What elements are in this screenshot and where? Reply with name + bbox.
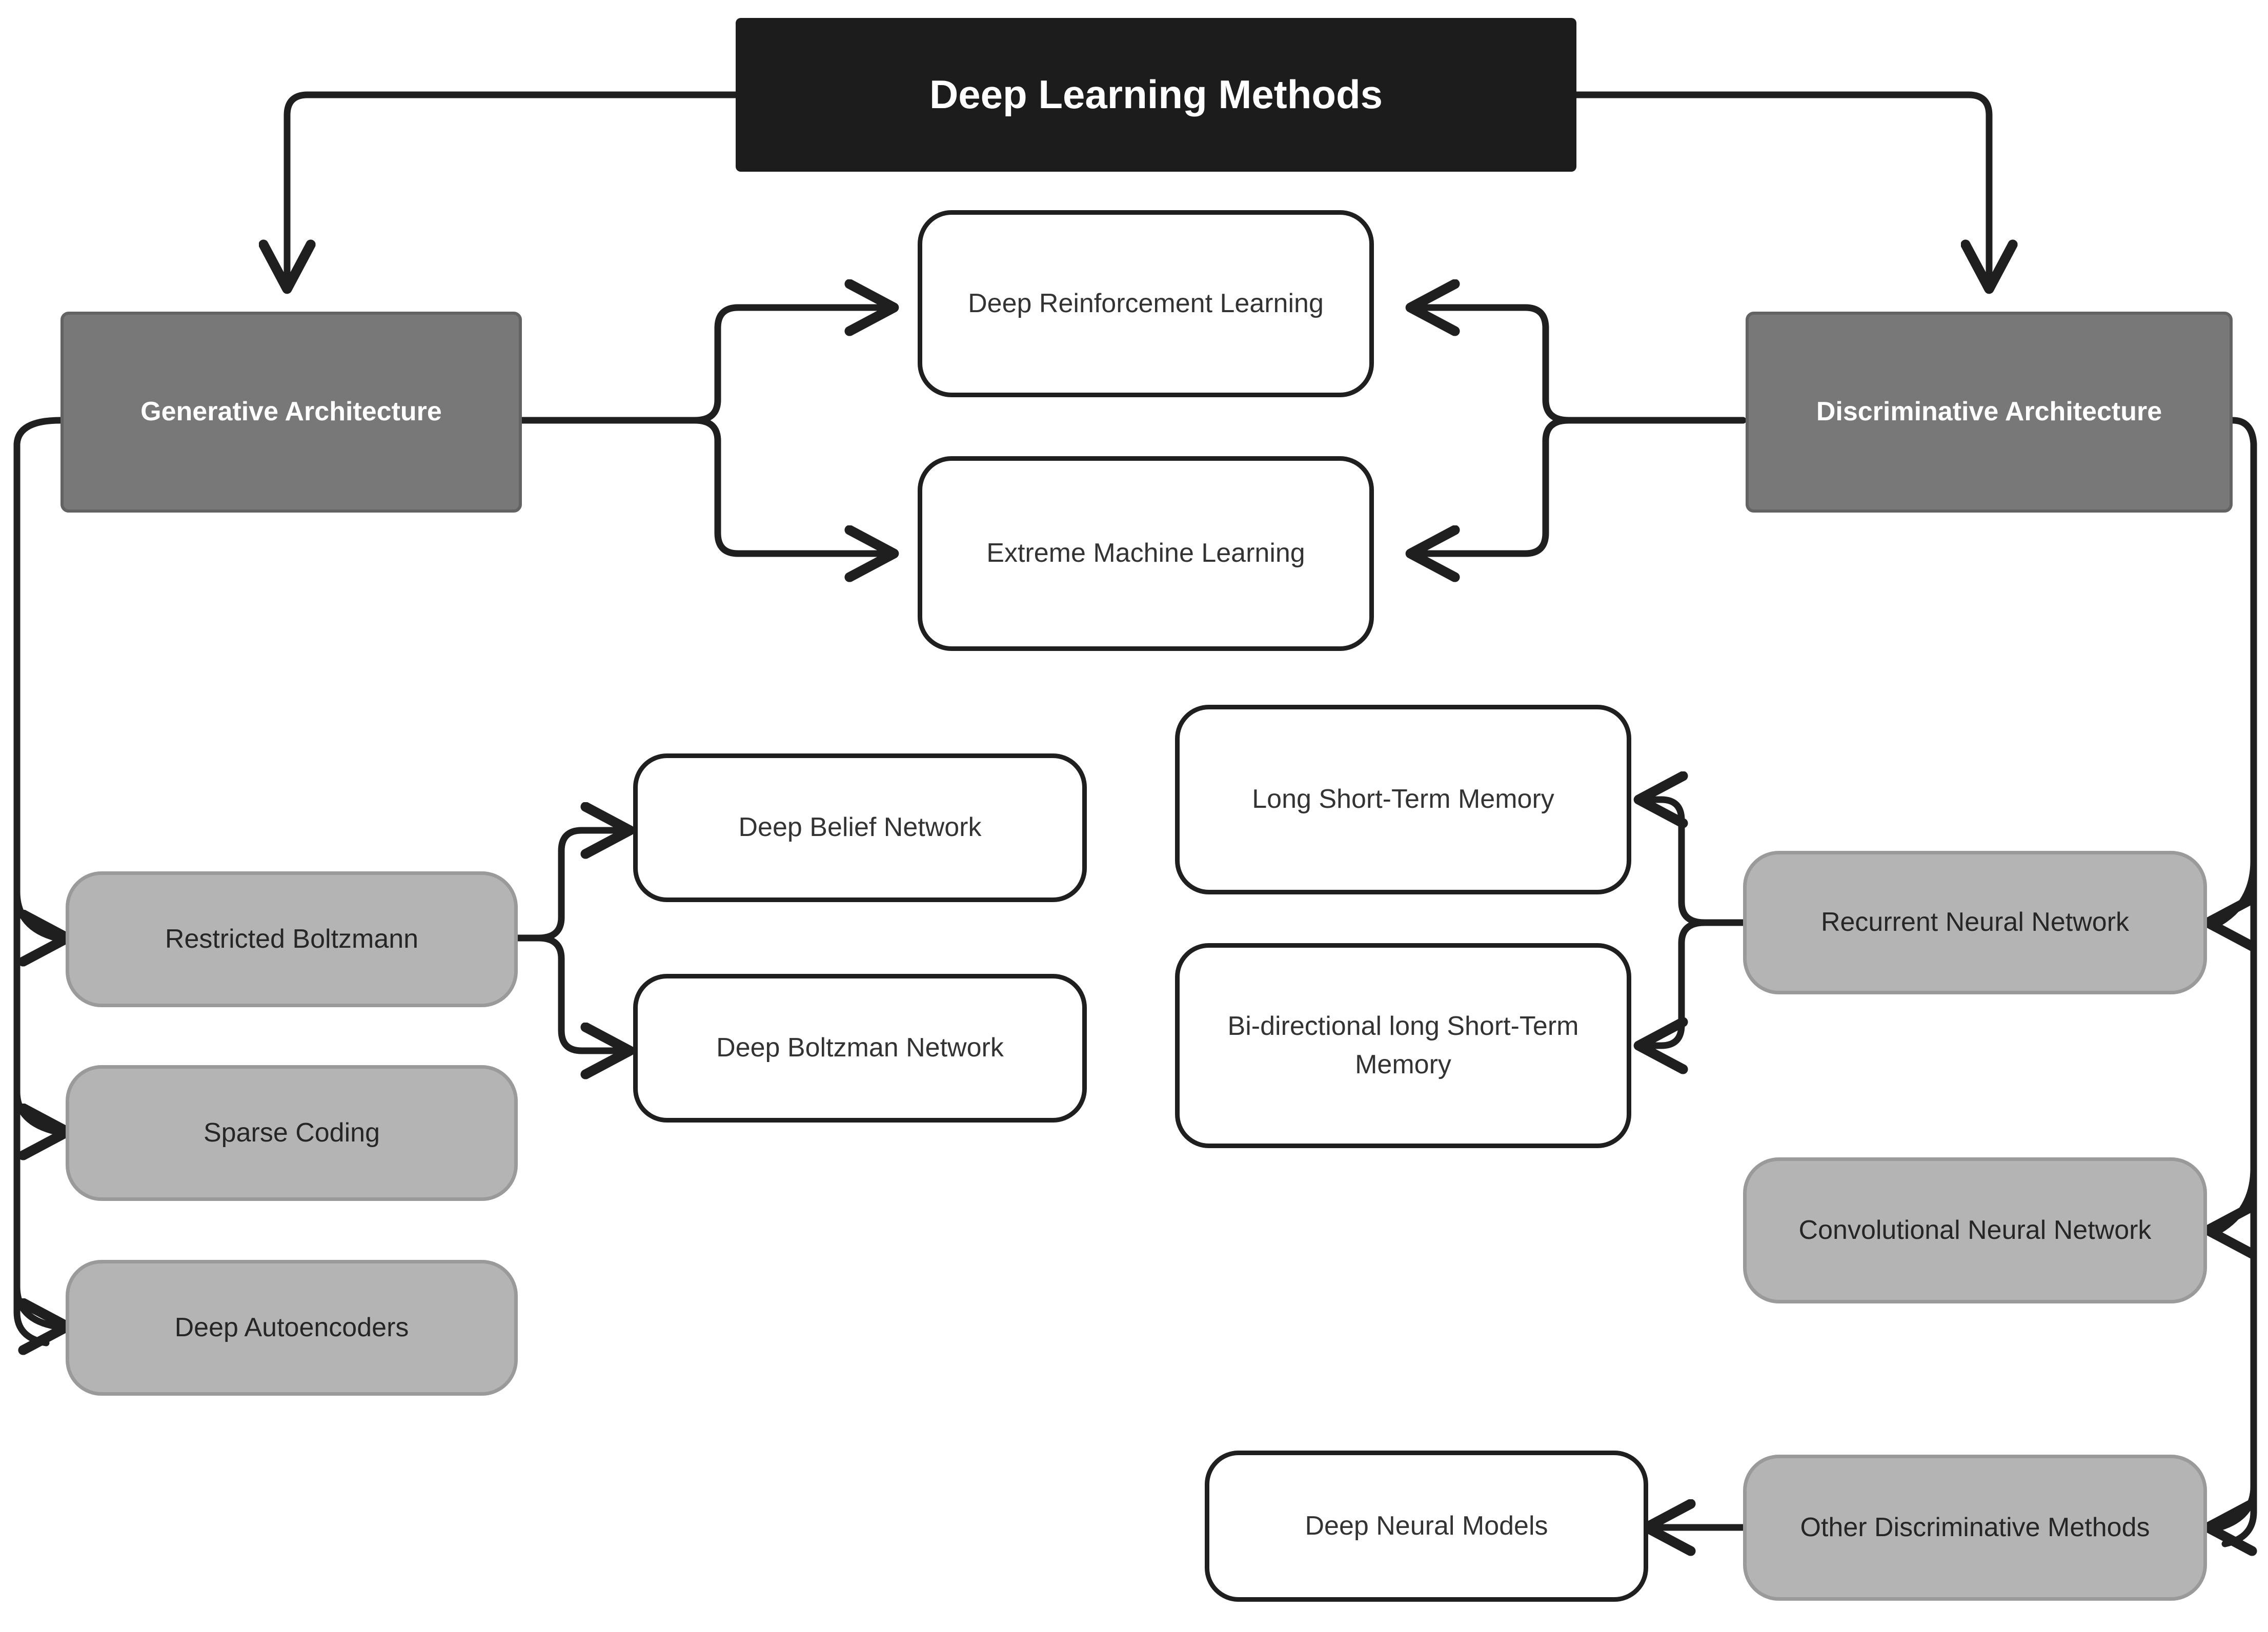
node-label: Bi-directional long Short-Term Memory bbox=[1227, 1011, 1579, 1079]
node-deep-autoencoders[interactable]: Deep Autoencoders bbox=[66, 1260, 518, 1396]
node-label: Deep Learning Methods bbox=[929, 72, 1383, 117]
edge-rbm-to-deep-belief-network bbox=[535, 830, 628, 942]
edge-generative-to-restricted-boltzmann bbox=[13, 888, 66, 938]
edge-discriminative-right-trunk bbox=[2221, 417, 2257, 1547]
node-generative-architecture[interactable]: Generative Architecture bbox=[60, 312, 522, 513]
edge-discriminative-to-rnn bbox=[2210, 858, 2254, 923]
edge-generative-to-sparse-coding bbox=[13, 1088, 66, 1132]
node-restricted-boltzmann[interactable]: Restricted Boltzmann bbox=[66, 871, 518, 1007]
node-label: Discriminative Architecture bbox=[1816, 397, 2162, 427]
edge-discriminative-to-eml bbox=[1412, 417, 1572, 554]
node-deep-boltzman-network[interactable]: Deep Boltzman Network bbox=[633, 974, 1087, 1123]
node-label: Generative Architecture bbox=[140, 397, 442, 427]
edge-generative-to-drl bbox=[691, 308, 892, 424]
node-label: Deep Autoencoders bbox=[174, 1312, 409, 1342]
node-label: Deep Neural Models bbox=[1305, 1511, 1548, 1541]
node-deep-neural-models[interactable]: Deep Neural Models bbox=[1205, 1451, 1648, 1602]
node-bi-directional-lstm[interactable]: Bi-directional long Short-Term Memory bbox=[1175, 943, 1631, 1148]
node-label: Deep Belief Network bbox=[738, 812, 982, 843]
node-deep-belief-network[interactable]: Deep Belief Network bbox=[633, 753, 1087, 902]
node-label: Extreme Machine Learning bbox=[986, 538, 1305, 568]
node-label: Recurrent Neural Network bbox=[1820, 907, 2130, 937]
node-other-discriminative-methods[interactable]: Other Discriminative Methods bbox=[1743, 1455, 2207, 1601]
node-label: Sparse Coding bbox=[204, 1117, 380, 1148]
node-deep-reinforcement-learning[interactable]: Deep Reinforcement Learning bbox=[918, 210, 1374, 397]
edge-generative-to-deep-autoencoders bbox=[13, 1283, 66, 1327]
node-long-short-term-memory[interactable]: Long Short-Term Memory bbox=[1175, 705, 1631, 894]
node-label: Convolutional Neural Network bbox=[1798, 1215, 2152, 1245]
node-label: Long Short-Term Memory bbox=[1252, 784, 1554, 814]
edge-discriminative-to-drl bbox=[1412, 308, 1572, 424]
node-label: Other Discriminative Methods bbox=[1800, 1512, 2150, 1542]
node-convolutional-neural-network[interactable]: Convolutional Neural Network bbox=[1743, 1157, 2207, 1303]
node-label: Deep Boltzman Network bbox=[716, 1033, 1004, 1063]
edge-discriminative-to-other-methods bbox=[2210, 1483, 2254, 1527]
node-label: Restricted Boltzmann bbox=[165, 924, 419, 954]
node-label: Deep Reinforcement Learning bbox=[968, 288, 1324, 318]
edge-rnn-to-lstm bbox=[1641, 800, 1708, 926]
edge-generative-left-trunk bbox=[13, 417, 64, 1347]
node-discriminative-architecture[interactable]: Discriminative Architecture bbox=[1746, 312, 2233, 513]
node-recurrent-neural-network[interactable]: Recurrent Neural Network bbox=[1743, 851, 2207, 994]
edge-root-to-generative bbox=[287, 91, 739, 287]
edge-generative-to-eml bbox=[691, 417, 892, 554]
node-deep-learning-methods[interactable]: Deep Learning Methods bbox=[736, 18, 1576, 172]
edge-rnn-to-bilstm bbox=[1641, 919, 1708, 1046]
node-extreme-machine-learning[interactable]: Extreme Machine Learning bbox=[918, 456, 1374, 651]
edge-discriminative-to-cnn bbox=[2210, 1165, 2254, 1230]
node-sparse-coding[interactable]: Sparse Coding bbox=[66, 1065, 518, 1201]
edge-rbm-to-deep-boltzman-network bbox=[535, 934, 628, 1051]
edge-root-to-discriminative bbox=[1573, 91, 1989, 287]
